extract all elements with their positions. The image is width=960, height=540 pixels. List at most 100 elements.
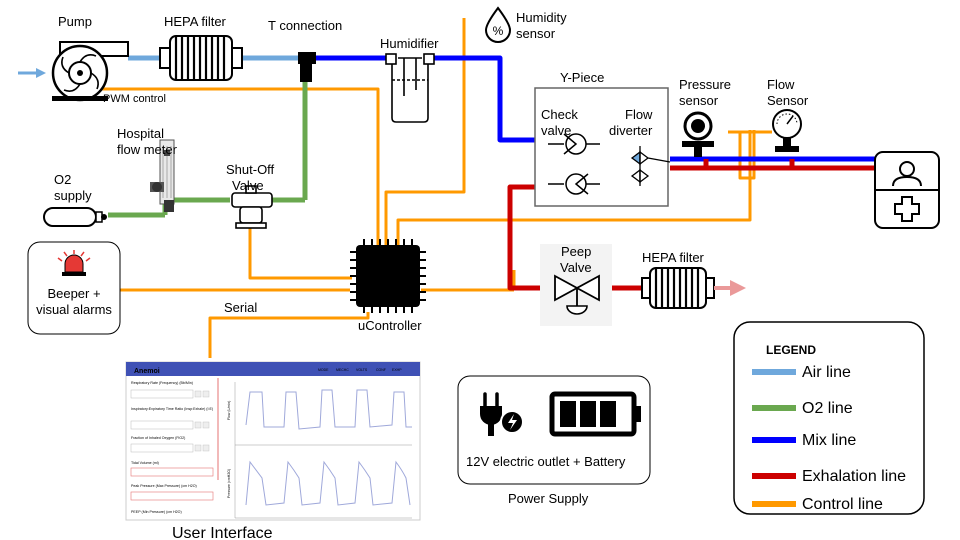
ui-field-label-3: Fraction of Inhaled Oxygen (FiO2) <box>131 436 185 440</box>
hepa-filter-in-icon <box>159 35 243 81</box>
ui-field-dec-3[interactable] <box>194 444 202 452</box>
flow-sensor-label-2: Sensor <box>767 93 809 108</box>
flow-meter-icon <box>150 139 175 212</box>
o2-supply-label-2: supply <box>54 188 92 203</box>
t-connection-label: T connection <box>268 18 342 33</box>
shutoff-label-1: Shut-Off <box>226 162 275 177</box>
legend-title: LEGEND <box>766 343 816 357</box>
control-lines <box>100 18 772 358</box>
o2-cylinder-icon <box>43 207 107 227</box>
ui-field-dec-2[interactable] <box>194 421 202 429</box>
control-line-serial <box>208 312 370 358</box>
ui-field-label-1: Respiratory Rate (Frequency) (Bb/Min) <box>131 381 193 385</box>
check-valve-label-2: valve <box>541 123 571 138</box>
patient-icon <box>874 151 940 229</box>
svg-text:%: % <box>493 24 504 38</box>
shutoff-valve-icon <box>231 185 273 229</box>
mix-line-2 <box>432 55 548 143</box>
shutoff-label-2: Valve <box>232 178 264 193</box>
pressure-sensor-label-1: Pressure <box>679 77 731 92</box>
power-supply-label: Power Supply <box>508 491 589 506</box>
flow-diverter-label-1: Flow <box>625 107 653 122</box>
ui-screenshot: Anemoi MODE MECHC VOLTS CONF EXHP Respir… <box>125 361 421 521</box>
battery-icon <box>549 391 641 437</box>
legend-label-0: Air line <box>802 364 851 381</box>
ui-chart-label-flow: Flow (L/min) <box>227 401 231 420</box>
ui-nav-2[interactable]: MECHC <box>336 368 349 372</box>
flow-sensor-label-1: Flow <box>767 77 795 92</box>
beeper-label-1: Beeper + <box>47 286 100 301</box>
ui-field-label-4: Tidal Volume (ml) <box>131 461 159 465</box>
ui-field-label-6: PEEP (Min Pressure) (cm H2O) <box>131 510 182 514</box>
exh-line-peep <box>507 184 555 291</box>
pressure-sensor-label-2: sensor <box>679 93 719 108</box>
pump-icon <box>51 41 129 102</box>
peep-valve-icon <box>540 244 612 326</box>
ui-field-input-5[interactable] <box>130 491 214 501</box>
power-text: 12V electric outlet + Battery <box>466 454 626 469</box>
humidity-sensor-label-1: Humidity <box>516 10 567 25</box>
humidifier-icon <box>385 53 435 123</box>
ui-field-inc-3[interactable] <box>202 444 210 452</box>
peep-label-2: Valve <box>560 260 592 275</box>
beeper-label-2: visual alarms <box>36 302 112 317</box>
user-interface-label: User Interface <box>172 525 273 540</box>
hepa-filter-out-icon <box>641 267 746 309</box>
ui-field-input-3[interactable] <box>130 443 194 453</box>
ui-field-label-5: Peak Pressure (Max Pressure) (cm H2O) <box>131 484 197 488</box>
y-piece-box <box>534 87 669 207</box>
flow-diverter-label-2: diverter <box>609 123 653 138</box>
flow-meter-label-2: flow meter <box>117 142 178 157</box>
y-piece-label: Y-Piece <box>560 70 604 85</box>
flow-diverter-icon <box>630 146 671 186</box>
ui-form: Respiratory Rate (Frequency) (Bb/Min) In… <box>130 381 214 514</box>
ui-nav-3[interactable]: VOLTS <box>356 368 368 372</box>
control-line-humidity <box>384 18 466 245</box>
ucontroller-label: uController <box>358 318 422 333</box>
ui-nav: MODE MECHC VOLTS CONF EXHP <box>318 368 402 372</box>
ui-field-inc-1[interactable] <box>202 390 210 398</box>
peep-label-1: Peep <box>561 244 591 259</box>
legend-label-3: Exhalation line <box>802 468 906 485</box>
pressure-sensor-icon <box>682 111 714 157</box>
legend-swatch-3 <box>752 473 796 479</box>
ui-field-input-4[interactable] <box>130 467 214 477</box>
humidity-sensor-icon: % <box>484 6 512 43</box>
legend-swatch-1 <box>752 405 796 411</box>
control-line-pressure <box>738 130 756 180</box>
legend-swatch-0 <box>752 369 796 375</box>
humidity-sensor-label-2: sensor <box>516 26 556 41</box>
ui-nav-4[interactable]: CONF <box>376 368 386 372</box>
t-connection-icon <box>298 52 316 82</box>
legend-label-4: Control line <box>802 496 883 513</box>
pump-label: Pump <box>58 14 92 29</box>
ui-field-input-2[interactable] <box>130 420 194 430</box>
legend-swatch-2 <box>752 437 796 443</box>
ui-chart-label-pressure: Pressure (cmH2O) <box>227 469 231 498</box>
check-valve-top-icon <box>548 133 600 155</box>
control-line-pump <box>100 87 380 245</box>
ui-app-bar <box>126 362 420 376</box>
ui-nav-1[interactable]: MODE <box>318 368 329 372</box>
ui-field-inc-2[interactable] <box>202 421 210 429</box>
air-intake-arrow <box>36 68 46 78</box>
ui-flow-waveform <box>245 389 412 430</box>
hepa-filter-out-label: HEPA filter <box>642 250 705 265</box>
pwm-control-label: PWM control <box>103 93 166 105</box>
humidifier-label: Humidifier <box>380 36 439 51</box>
ui-pressure-waveform <box>245 460 411 506</box>
ui-nav-5[interactable]: EXHP <box>392 368 402 372</box>
control-line-sensors <box>396 130 752 245</box>
ui-field-input-1[interactable] <box>130 389 194 399</box>
ui-field-dec-1[interactable] <box>194 390 202 398</box>
control-line-shutoff <box>248 228 352 280</box>
plug-icon <box>480 392 524 436</box>
serial-label: Serial <box>224 300 257 315</box>
flow-sensor-icon <box>772 109 802 152</box>
ui-field-label-2: Inspiratory:Expiratory Time Ratio (Insp:… <box>131 407 213 411</box>
beeper-box <box>27 241 121 335</box>
ucontroller-icon <box>350 239 426 313</box>
